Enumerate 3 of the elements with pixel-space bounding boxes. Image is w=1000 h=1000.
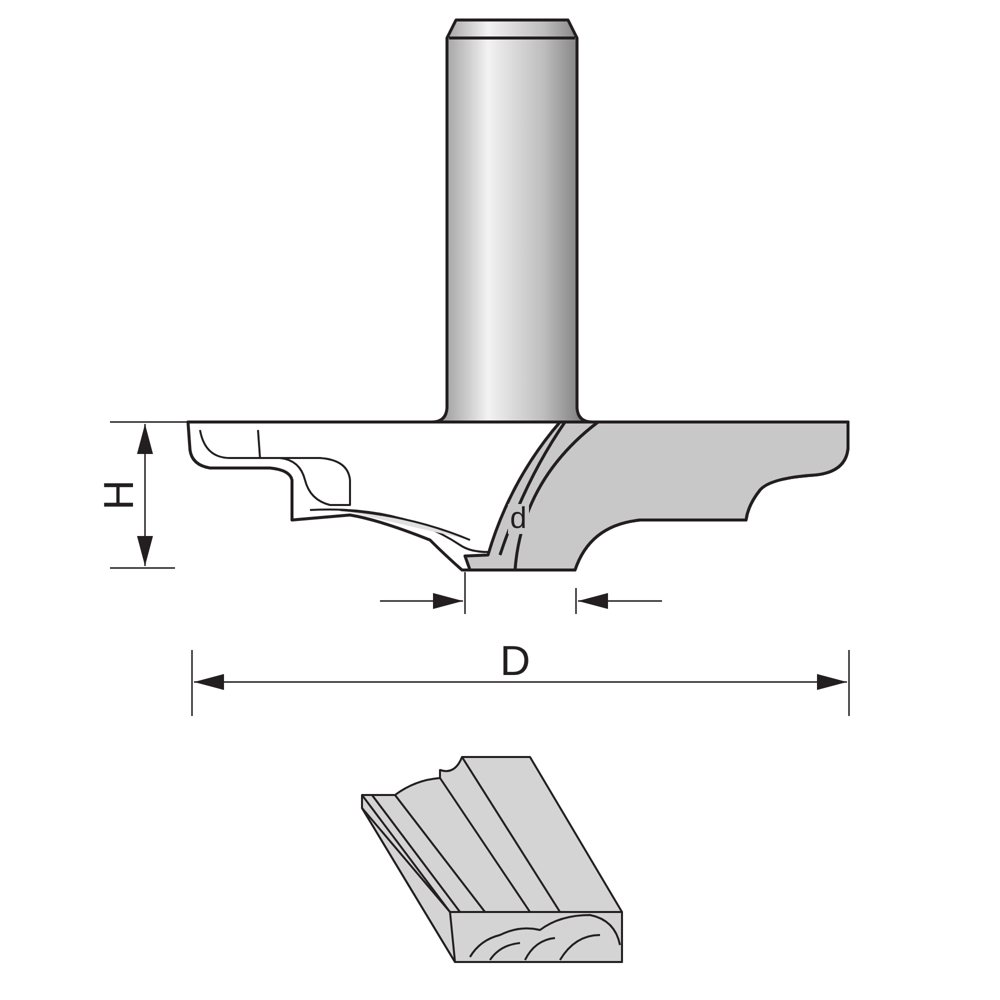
dimension-label: H	[98, 480, 140, 510]
dimension-label: d	[508, 504, 529, 534]
dimension-label: D	[500, 640, 530, 682]
